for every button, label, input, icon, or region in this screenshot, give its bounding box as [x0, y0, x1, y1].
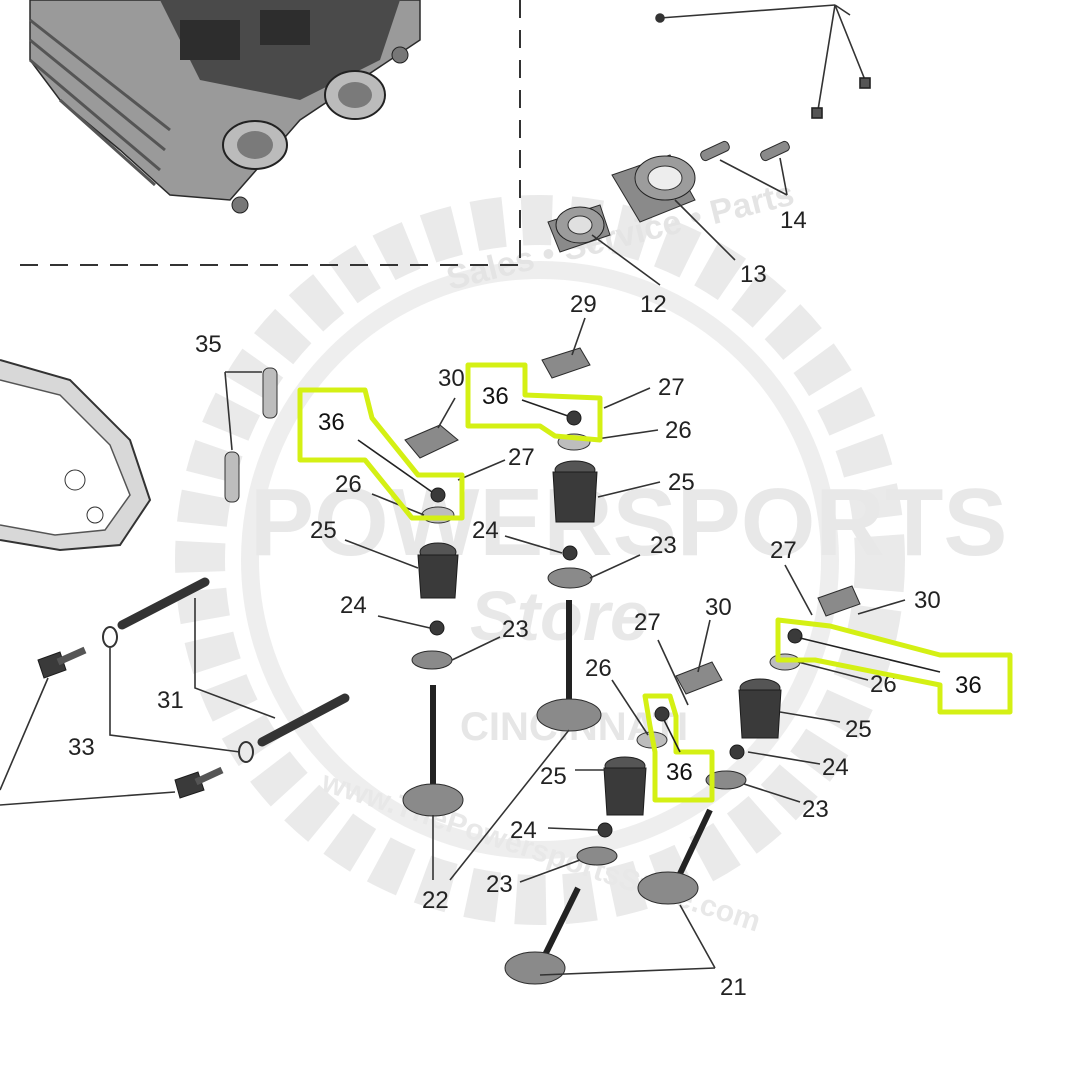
- leaders-right-center-stack: [519, 619, 711, 883]
- watermark-sprocket-ring: [175, 195, 905, 925]
- part-13-cap: [611, 154, 696, 223]
- label-12: 12: [640, 291, 667, 318]
- valve-stem-22-center: [566, 600, 572, 705]
- leader-35: [224, 371, 262, 451]
- watermark-brand-line2: Store: [470, 577, 649, 655]
- label-36-right-center: 36: [666, 759, 693, 786]
- leaders-far-right-stack: [743, 564, 906, 803]
- valve-stem-21-left: [542, 886, 581, 957]
- leaders-31-33: [109, 598, 276, 753]
- valve-head-21-left: [504, 951, 566, 985]
- label-13: 13: [740, 261, 767, 288]
- label-21: 21: [720, 974, 747, 1001]
- valve-head-22-left: [402, 783, 464, 817]
- spring-25-center: [552, 471, 598, 523]
- label-24-far-right: 24: [822, 754, 849, 781]
- label-14: 14: [780, 207, 807, 234]
- label-31: 31: [157, 687, 184, 714]
- highlight-callout-36-right-center: [642, 693, 715, 803]
- rocker-30-left: [404, 424, 459, 459]
- label-25-right-center: 25: [540, 763, 567, 790]
- leaders-left-stack: [344, 397, 506, 661]
- highlight-callout-36-center: [465, 362, 603, 443]
- part-14-bolts: [700, 140, 790, 162]
- cylinder-head-illustration: [29, 0, 421, 214]
- valve-head-22-center: [536, 698, 602, 732]
- rocker-30-far-right: [817, 585, 861, 617]
- label-24-right-center: 24: [510, 817, 537, 844]
- label-27-right-center: 27: [634, 609, 661, 636]
- label-35: 35: [195, 331, 222, 358]
- part-35-pins: [224, 367, 278, 503]
- watermark-brand-line1: POWERSPORTS: [250, 469, 1007, 576]
- leaders-22-21: [432, 729, 716, 976]
- label-27-left: 27: [508, 444, 535, 471]
- watermark-chain-ring: [241, 261, 839, 859]
- seal-24-far-right: [729, 744, 745, 760]
- part-31-rods: [117, 577, 350, 747]
- label-24-left: 24: [340, 592, 367, 619]
- label-26-left: 26: [335, 471, 362, 498]
- left-bolts: [37, 646, 224, 799]
- dashed-group-boundary: [20, 0, 521, 266]
- label-36-center: 36: [482, 383, 509, 410]
- wire-harness-fragment: [655, 4, 871, 119]
- washer-23-center: [547, 567, 593, 589]
- seal-24-left: [429, 620, 445, 636]
- valve-stem-22-left: [430, 685, 436, 795]
- spring-25-far-right: [738, 689, 782, 739]
- label-26-center: 26: [665, 417, 692, 444]
- washer-23-right-center: [576, 846, 618, 866]
- label-30-right-center: 30: [705, 594, 732, 621]
- label-22: 22: [422, 887, 449, 914]
- highlight-callout-36-left: [297, 387, 465, 521]
- label-36-far-right: 36: [955, 672, 982, 699]
- label-25-left: 25: [310, 517, 337, 544]
- center-valve-stack: [536, 347, 602, 732]
- washer-23-left: [411, 650, 453, 670]
- part-12-cap: [547, 204, 611, 253]
- valve-head-21-right: [637, 871, 699, 905]
- keeper-36-far-right: [787, 628, 803, 644]
- keeper-36-center: [566, 410, 582, 426]
- label-24-center: 24: [472, 517, 499, 544]
- washer-23-far-right: [705, 770, 747, 790]
- label-27-center: 27: [658, 374, 685, 401]
- leaders-bolts: [0, 677, 176, 806]
- right-center-valve-stack: [504, 661, 723, 985]
- retainer-26-left: [421, 506, 455, 524]
- seal-24-center: [562, 545, 578, 561]
- label-23-center: 23: [650, 532, 677, 559]
- label-26-right-center: 26: [585, 655, 612, 682]
- label-36-left: 36: [318, 409, 345, 436]
- head-gasket: [0, 359, 152, 552]
- leaders-12-14: [591, 157, 788, 286]
- keeper-36-left: [430, 487, 446, 503]
- label-33: 33: [68, 734, 95, 761]
- label-25-far-right: 25: [845, 716, 872, 743]
- label-23-right-center: 23: [486, 871, 513, 898]
- label-23-far-right: 23: [802, 796, 829, 823]
- seal-24-right-center: [597, 822, 613, 838]
- spring-25-right-center: [603, 767, 647, 816]
- label-25-center: 25: [668, 469, 695, 496]
- valve-stem-21-right: [675, 808, 713, 880]
- keeper-36-right-center: [654, 706, 670, 722]
- label-29: 29: [570, 291, 597, 318]
- label-30-left: 30: [438, 365, 465, 392]
- rocker-29-center: [541, 347, 591, 379]
- label-30-far-right: 30: [914, 587, 941, 614]
- highlight-callout-36-far-right: [775, 617, 1013, 715]
- spring-25-left: [417, 554, 459, 599]
- label-23-left: 23: [502, 616, 529, 643]
- label-27-far-right: 27: [770, 537, 797, 564]
